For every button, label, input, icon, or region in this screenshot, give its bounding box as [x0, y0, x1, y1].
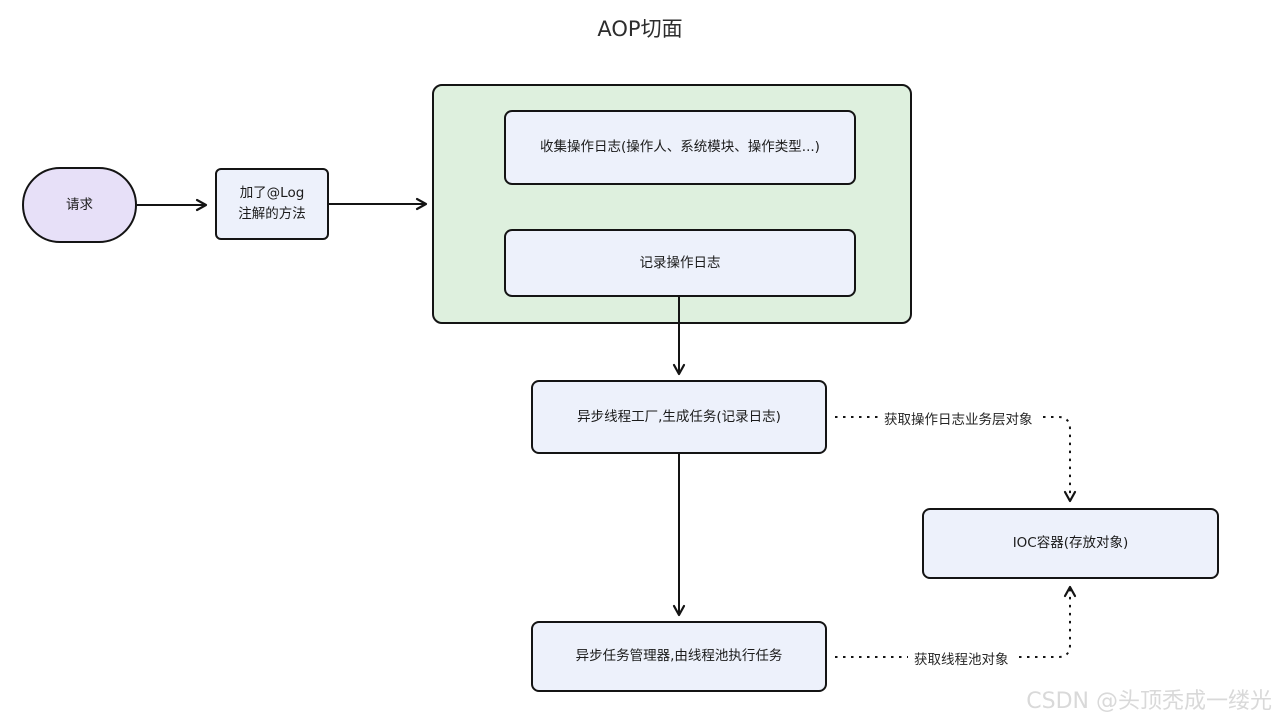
node-collect-operation-log-label: 收集操作日志(操作人、系统模块、操作类型...)	[540, 139, 820, 156]
node-log-method-label-line1: 加了@Log	[239, 185, 305, 202]
node-log-method-label-line2: 注解的方法	[238, 206, 306, 222]
node-record-operation-log-label: 记录操作日志	[639, 254, 721, 271]
csdn-watermark: CSDN @头顶秃成一缕光	[1026, 689, 1272, 714]
node-ioc-container: IOC容器(存放对象)	[922, 508, 1219, 579]
node-log-annotated-method: 加了@Log 注解的方法	[215, 168, 329, 240]
node-record-operation-log: 记录操作日志	[504, 229, 856, 297]
node-request: 请求	[22, 167, 137, 243]
node-async-thread-factory-label: 异步线程工厂,生成任务(记录日志)	[577, 408, 781, 425]
node-collect-operation-log: 收集操作日志(操作人、系统模块、操作类型...)	[504, 110, 856, 185]
edge-label-get-log-service-object: 获取操作日志业务层对象	[878, 408, 1039, 428]
dotted-arrow-manager-to-ioc	[835, 585, 1077, 658]
node-async-task-manager-label: 异步任务管理器,由线程池执行任务	[575, 648, 783, 665]
edge-label-get-thread-pool-object: 获取线程池对象	[908, 648, 1015, 668]
node-async-task-manager: 异步任务管理器,由线程池执行任务	[531, 621, 827, 692]
dotted-arrow-factory-to-ioc	[835, 416, 1077, 503]
diagram-title: AOP切面	[597, 17, 683, 41]
node-async-thread-factory: 异步线程工厂,生成任务(记录日志)	[531, 380, 827, 454]
node-request-label: 请求	[66, 196, 93, 213]
node-ioc-container-label: IOC容器(存放对象)	[1012, 535, 1129, 552]
